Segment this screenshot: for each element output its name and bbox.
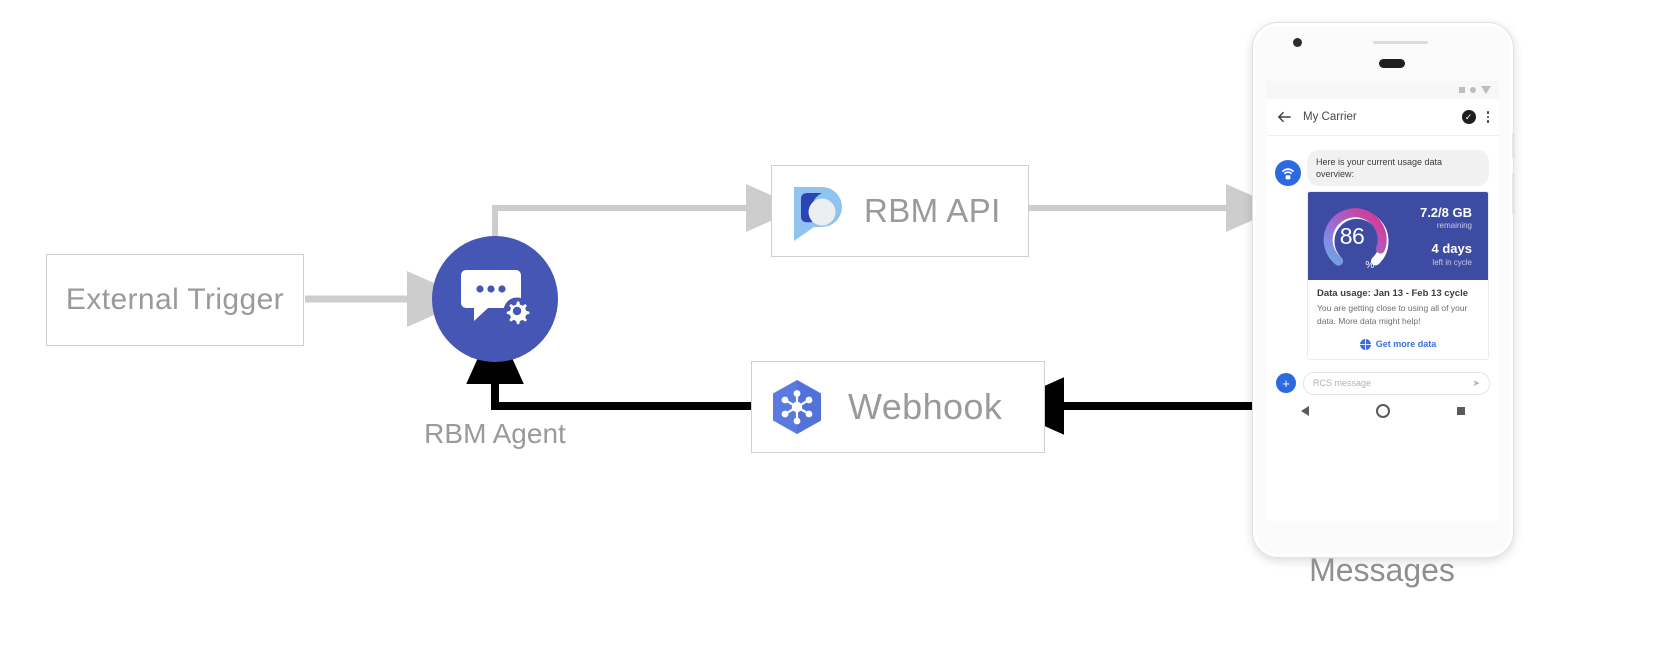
stat-block-days: 4 days left in cycle: [1402, 241, 1472, 267]
stat-caption-days: left in cycle: [1432, 257, 1472, 267]
front-camera-icon: [1293, 38, 1302, 47]
phone-body: My Carrier ✓ Here is your current usage: [1252, 22, 1515, 558]
external-trigger-label: External Trigger: [65, 283, 285, 316]
incoming-message-bubble: Here is your current usage data overview…: [1307, 150, 1489, 187]
rcs-message-placeholder: RCS message: [1313, 378, 1372, 389]
phone-screen: My Carrier ✓ Here is your current usage: [1267, 81, 1499, 521]
webhook-label: Webhook: [848, 386, 1003, 427]
home-nav-icon[interactable]: [1375, 403, 1390, 418]
rbm-agent-circle: [432, 236, 558, 362]
back-nav-icon[interactable]: [1300, 405, 1309, 416]
get-more-data-button[interactable]: Get more data: [1308, 331, 1488, 359]
rbm-api-logo-icon: [794, 187, 842, 241]
edge-agent-to-api: [492, 184, 800, 236]
stat-value-days: 4 days: [1431, 241, 1472, 257]
gauge-center: 86 %: [1318, 197, 1396, 275]
stat-block-remaining: 7.2/8 GB remaining: [1402, 204, 1472, 231]
stat-value-remaining: 7.2/8 GB: [1419, 204, 1472, 220]
wifi-router-icon: [1275, 160, 1301, 187]
edge-webhook-to-agent: [466, 320, 751, 410]
external-trigger-node[interactable]: External Trigger: [46, 254, 304, 346]
rbm-api-node[interactable]: RBM API: [771, 165, 1029, 257]
back-arrow-icon[interactable]: [1277, 111, 1291, 123]
usage-stats: 7.2/8 GB remaining 4 days left in cycle: [1402, 204, 1478, 267]
app-bar: My Carrier ✓: [1267, 99, 1499, 136]
rich-card-body: Data usage: Jan 13 - Feb 13 cycle You ar…: [1308, 280, 1488, 331]
phone-power-button[interactable]: [1512, 133, 1515, 159]
hexagon-nodes-icon: [773, 380, 821, 434]
status-bar: [1267, 81, 1499, 99]
rbm-agent-label: RBM Agent: [424, 418, 566, 449]
phone-mockup: My Carrier ✓ Here is your current usage: [1252, 22, 1515, 558]
android-nav-bar: [1267, 399, 1499, 422]
phone-volume-button[interactable]: [1512, 173, 1515, 215]
rbm-api-label: RBM API: [864, 192, 1001, 229]
rich-card[interactable]: 86 % 7.2/8 GB remaining 4 days lef: [1307, 191, 1489, 360]
rich-card-media: 86 % 7.2/8 GB remaining 4 days lef: [1308, 192, 1488, 281]
phone-earpiece: [1379, 59, 1405, 68]
gauge-value: 86: [1339, 222, 1365, 249]
gauge-unit: %: [1365, 260, 1375, 272]
rcs-message-input[interactable]: RCS message ➤: [1303, 371, 1490, 395]
phone-sensor-strip: [1373, 41, 1428, 44]
signal-square-icon: [1459, 87, 1465, 93]
kebab-menu-icon[interactable]: [1486, 111, 1489, 123]
usage-gauge: 86 %: [1318, 197, 1396, 275]
send-icon[interactable]: ➤: [1472, 377, 1480, 388]
add-attachment-button[interactable]: +: [1276, 373, 1296, 394]
rbm-agent-node[interactable]: [432, 236, 558, 362]
wifi-triangle-icon: [1481, 86, 1491, 94]
rich-card-description: You are getting close to using all of yo…: [1317, 303, 1468, 326]
conversation-area: Here is your current usage data overview…: [1267, 136, 1499, 366]
stat-caption-remaining: remaining: [1436, 221, 1472, 231]
verified-shield-icon: ✓: [1461, 110, 1476, 124]
get-more-data-label: Get more data: [1375, 339, 1437, 350]
message-row: Here is your current usage data overview…: [1275, 150, 1489, 187]
webhook-node[interactable]: Webhook: [751, 361, 1045, 453]
message-composer: + RCS message ➤: [1267, 365, 1499, 400]
rich-card-title: Data usage: Jan 13 - Feb 13 cycle: [1317, 288, 1469, 300]
conversation-title: My Carrier: [1303, 111, 1357, 123]
dot-icon: [1470, 87, 1476, 93]
chat-gear-icon: [461, 270, 531, 325]
globe-icon: [1359, 338, 1371, 350]
recents-nav-icon[interactable]: [1457, 406, 1466, 415]
phone-caption-label: Messages: [1309, 552, 1455, 588]
